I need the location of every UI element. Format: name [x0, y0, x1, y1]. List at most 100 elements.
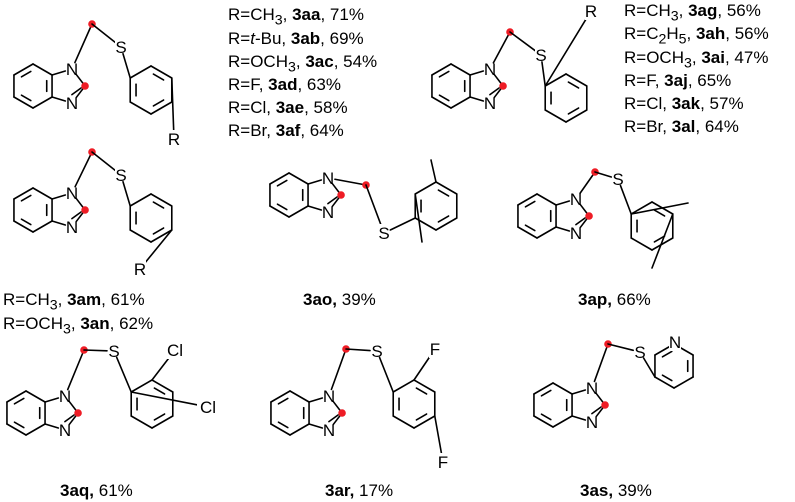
chlorine-atom: Cl [200, 398, 216, 417]
imidazole-double-bond [575, 217, 586, 226]
sulfur-atom: S [378, 224, 389, 243]
ring-bond [130, 379, 153, 393]
r-group-label: R [134, 260, 146, 279]
reactive-site-marker [338, 409, 346, 417]
label-3am: R=CH3, 3am, 61% [3, 290, 145, 314]
ch2-s-bond [594, 171, 613, 178]
label-3ab: R=t-Bu, 3ab, 69% [228, 29, 364, 48]
atom-label-background [323, 387, 336, 405]
reactive-site-marker [601, 401, 609, 409]
caption-3ap: 3ap, 66% [578, 290, 651, 309]
s-aryl-bond [122, 52, 132, 79]
sulfur-atom: S [115, 38, 126, 57]
ring-bond [536, 226, 557, 239]
imidazole-double-bond [71, 211, 82, 220]
label-3ac: R=OCH3, 3ac, 54% [228, 52, 378, 76]
atom-label-background [59, 387, 72, 405]
methyl-bond [414, 193, 423, 243]
ring-bond [450, 63, 471, 76]
imidazole-bond [555, 200, 571, 206]
ring-bond [269, 205, 290, 218]
ring-bond [270, 390, 291, 403]
nitrogen-atom-n1: N [66, 60, 78, 79]
atom-label-background [570, 190, 583, 208]
s-aryl-bond [541, 61, 547, 87]
label-3al: R=Br, 3al, 64% [624, 117, 739, 136]
s-aryl-bond [378, 356, 395, 393]
ring-double-bond [153, 387, 166, 395]
atom-label-background [115, 38, 127, 56]
ring-double-bond [415, 413, 428, 421]
atom-label-background [66, 60, 79, 78]
nitrogen-atom-n3: N [66, 94, 78, 113]
nitrogen-atom-n3: N [570, 224, 582, 243]
caption-3as: 3as, 39% [580, 481, 652, 500]
ring-double-bond [540, 413, 552, 421]
imidazole-bond [469, 96, 485, 102]
ring-bond [630, 201, 653, 215]
ring-bond [150, 101, 173, 115]
nitrogen-atom-n1: N [59, 387, 71, 406]
ring-bond [13, 187, 34, 200]
atom-label-background [59, 421, 72, 439]
ring-double-bond [20, 94, 32, 102]
ring-bond [651, 237, 674, 251]
imidazole-bond [469, 70, 485, 76]
ring-bond [413, 415, 436, 429]
ring-bond [414, 181, 437, 195]
label-3ai: R=OCH3, 3ai, 47% [624, 48, 769, 72]
atom-label-background [484, 94, 497, 112]
s-aryl-bond [389, 217, 417, 231]
imidazole-double-bond [327, 196, 338, 205]
ring-double-bond [540, 389, 552, 397]
substituent-bond [433, 415, 443, 455]
ch2-s-bond [509, 31, 537, 52]
ring-bond [544, 73, 567, 87]
atom-label-background [437, 453, 449, 471]
ring-double-bond [277, 421, 289, 429]
ring-bond [431, 96, 452, 109]
substituent-bond [151, 355, 171, 381]
nitrogen-atom-n1: N [570, 190, 582, 209]
nitrogen-atom-n1: N [484, 60, 496, 79]
ring-bond [565, 73, 588, 87]
atom-label-background [586, 379, 599, 397]
sulfur-atom: S [371, 342, 382, 361]
atom-label-background [66, 218, 79, 236]
atom-label-background [197, 398, 219, 416]
ring-double-bond [13, 421, 25, 429]
ring-bond [13, 63, 34, 76]
ring-bond [552, 382, 573, 395]
ring-bond [673, 376, 694, 389]
label-3aj: R=F, 3aj, 65% [624, 71, 732, 90]
ring-bond [129, 65, 152, 79]
s-pyridyl-bond [642, 357, 656, 378]
nitrogen-atom-n3: N [322, 203, 334, 222]
imidazole-bond [51, 220, 67, 226]
atom-label-background [586, 413, 599, 431]
ring-double-bond [524, 224, 536, 232]
label-3ag: R=CH3, 3ag, 56% [624, 1, 761, 25]
methyl-bond [630, 202, 689, 215]
ring-bond [517, 226, 538, 239]
ring-double-bond [20, 70, 32, 78]
sulfur-atom: S [115, 166, 126, 185]
imidazole-bond [51, 70, 67, 76]
n-ch2-bond [593, 343, 609, 383]
ring-bond [533, 415, 554, 428]
atom-label-background [66, 94, 79, 112]
ring-bond [435, 217, 458, 231]
ring-bond [630, 237, 653, 251]
n-ch2-bond [330, 348, 347, 391]
ring-bond [289, 390, 310, 403]
label-3aa: R=CH3, 3aa, 71% [228, 5, 364, 29]
ring-bond [130, 415, 153, 429]
ring-bond [450, 96, 471, 109]
ring-bond [392, 415, 415, 429]
caption-3ar: 3ar, 17% [325, 481, 394, 500]
ring-bond [6, 390, 27, 403]
imidazole-double-bond [591, 406, 602, 415]
ring-double-bond [20, 194, 32, 202]
imidazole-bond [308, 423, 324, 429]
ring-bond [517, 193, 538, 206]
